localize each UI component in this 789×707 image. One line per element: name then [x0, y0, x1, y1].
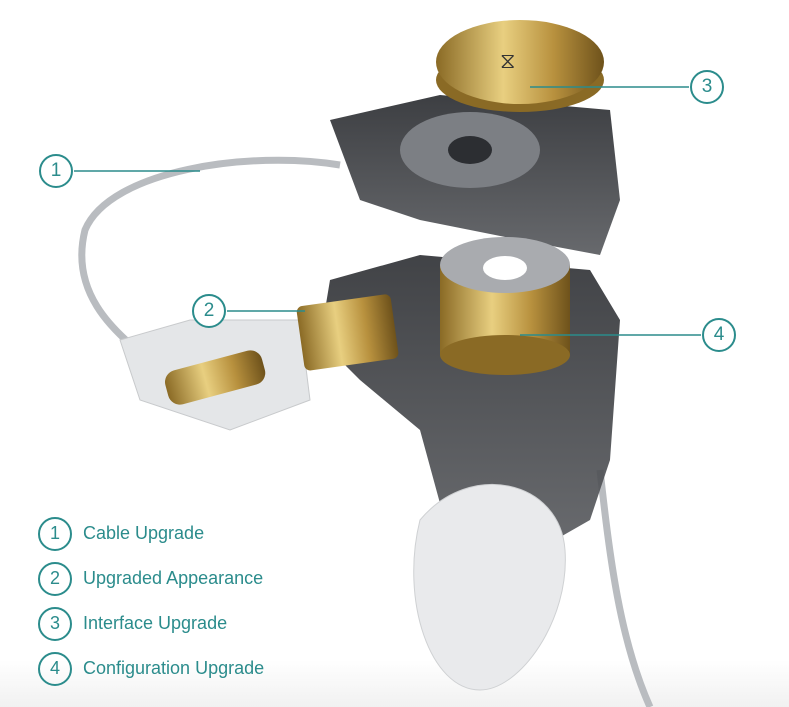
- legend-number: 1: [38, 516, 72, 551]
- feature-legend: 1 Cable Upgrade 2 Upgraded Appearance 3 Int…: [38, 511, 264, 691]
- legend-label: Interface Upgrade: [83, 613, 228, 633]
- callout-4: 4: [702, 318, 736, 352]
- bottom-fade: [0, 660, 789, 707]
- legend-item: 4 Configuration Upgrade: [38, 646, 264, 691]
- callout-1: 1: [39, 154, 73, 188]
- mmcx-socket: [296, 294, 399, 371]
- ear-tip: [413, 484, 566, 691]
- gold-faceplate: ⧖: [436, 20, 604, 112]
- legend-item: 2 Upgraded Appearance: [38, 556, 264, 601]
- legend-number: 4: [38, 651, 72, 686]
- svg-text:⧖: ⧖: [500, 49, 515, 74]
- legend-label: Cable Upgrade: [83, 523, 205, 543]
- legend-number: 3: [38, 606, 72, 641]
- callout-2: 2: [192, 294, 226, 328]
- cable-connector: [119, 319, 311, 431]
- legend-item: 3 Interface Upgrade: [38, 601, 264, 646]
- legend-item: 1 Cable Upgrade: [38, 511, 264, 556]
- cable: [78, 156, 654, 707]
- gold-cylinder: [440, 237, 570, 375]
- legend-label: Upgraded Appearance: [83, 568, 264, 588]
- legend-label: Configuration Upgrade: [83, 658, 265, 678]
- callout-3: 3: [690, 70, 724, 104]
- legend-number: 2: [38, 561, 72, 596]
